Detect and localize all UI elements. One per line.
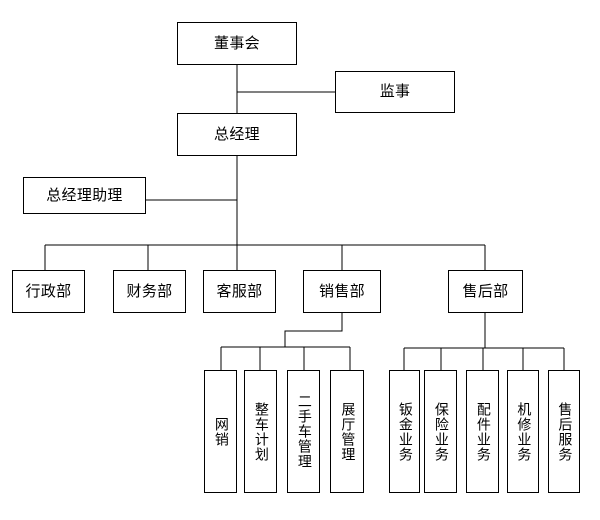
node-vehicle-plan[interactable]: 整车计划 bbox=[244, 370, 277, 493]
sales-down-left-elbow bbox=[284, 313, 343, 347]
node-label: 监事 bbox=[379, 82, 411, 101]
node-label: 董事会 bbox=[214, 33, 260, 52]
node-sheet-metal-business[interactable]: 钣金业务 bbox=[389, 370, 420, 493]
node-label: 售后部 bbox=[462, 281, 509, 300]
node-label: 二手车管理 bbox=[295, 394, 312, 469]
node-label: 客服部 bbox=[216, 281, 263, 300]
node-label: 销售部 bbox=[319, 281, 365, 300]
node-label: 配件业务 bbox=[474, 401, 491, 462]
node-board[interactable]: 董事会 bbox=[177, 22, 297, 65]
node-label: 行政部 bbox=[25, 281, 72, 300]
node-general-manager[interactable]: 总经理 bbox=[177, 113, 297, 156]
node-aftersales-service[interactable]: 售后服务 bbox=[548, 370, 580, 493]
node-insurance-business[interactable]: 保险业务 bbox=[424, 370, 457, 493]
node-parts-business[interactable]: 配件业务 bbox=[466, 370, 499, 493]
node-showroom-management[interactable]: 展厅管理 bbox=[330, 370, 364, 493]
node-label: 售后服务 bbox=[556, 401, 573, 462]
node-aftersales-dept[interactable]: 售后部 bbox=[448, 270, 523, 313]
node-sales-dept[interactable]: 销售部 bbox=[303, 270, 381, 313]
node-gm-assistant[interactable]: 总经理助理 bbox=[23, 177, 146, 214]
node-label: 保险业务 bbox=[432, 401, 449, 462]
node-online-sales[interactable]: 网销 bbox=[204, 370, 237, 493]
node-admin-dept[interactable]: 行政部 bbox=[12, 270, 85, 313]
node-label: 整车计划 bbox=[252, 401, 269, 462]
node-label: 网销 bbox=[212, 416, 229, 447]
node-label: 展厅管理 bbox=[339, 401, 356, 462]
node-label: 机修业务 bbox=[515, 401, 532, 462]
node-label: 钣金业务 bbox=[396, 401, 413, 462]
node-label: 财务部 bbox=[126, 281, 173, 300]
node-used-car-management[interactable]: 二手车管理 bbox=[287, 370, 320, 493]
node-finance-dept[interactable]: 财务部 bbox=[113, 270, 186, 313]
node-label: 总经理助理 bbox=[46, 185, 123, 204]
node-customer-service-dept[interactable]: 客服部 bbox=[203, 270, 276, 313]
node-repair-business[interactable]: 机修业务 bbox=[507, 370, 539, 493]
node-supervisor[interactable]: 监事 bbox=[335, 71, 455, 113]
node-label: 总经理 bbox=[214, 124, 260, 143]
